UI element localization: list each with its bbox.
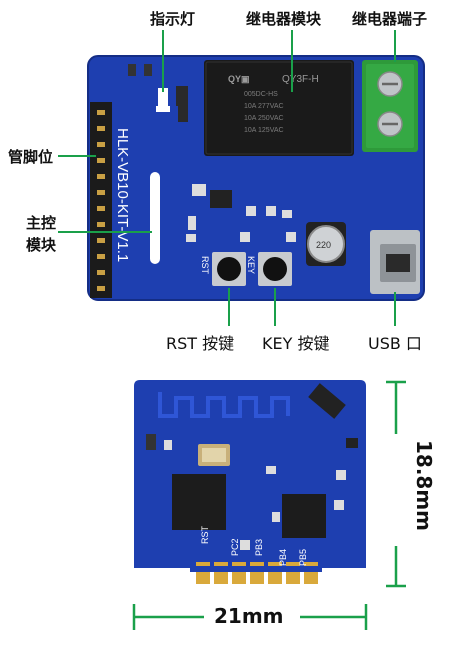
svg-text:005DC-HS: 005DC-HS [244,91,278,98]
usb-connector [370,230,420,294]
label-relay-module: 继电器模块 [246,10,322,28]
module-chip-b [282,494,326,538]
key-button-part: KEY [246,252,292,286]
svg-text:RST: RST [200,256,210,275]
dimension-lines [132,380,406,630]
svg-text:PB4: PB4 [278,549,288,566]
relay-component: QY▣ QY3F-H 005DC-HS 10A 277VAC 10A 250VA… [204,60,354,156]
callout-lines [58,30,396,326]
label-usb-port: USB 口 [368,334,422,353]
main-control-module: RST PC2 PB3 PB4 PB5 [134,380,366,584]
module-chip-a [172,474,226,530]
svg-text:PB3: PB3 [254,539,264,556]
label-main-control-2: 模块 [26,236,57,254]
dev-board: HLK-VB10-KIT-V1.1 QY▣ QY3F-H 005DC-HS 10… [58,30,425,326]
label-indicator-light: 指示灯 [150,10,196,28]
label-pins: 管脚位 [8,148,54,166]
board-silkscreen: HLK-VB10-KIT-V1.1 [114,128,131,262]
board-slot [150,172,160,264]
led [158,88,168,108]
label-rst-button: RST 按键 [166,334,235,353]
dimension-height: 18.8mm [412,440,436,532]
svg-text:RST: RST [200,525,210,544]
svg-text:KEY: KEY [246,256,256,274]
svg-text:QY▣: QY▣ [228,74,250,84]
relay-terminal-block [362,60,418,152]
rst-button-part: RST [200,252,246,286]
svg-text:QY3F-H: QY3F-H [282,74,319,85]
svg-text:10A 250VAC: 10A 250VAC [244,115,284,122]
svg-text:220: 220 [316,240,331,250]
svg-text:10A 125VAC: 10A 125VAC [244,127,284,134]
label-key-button: KEY 按键 [262,334,330,353]
dimension-width: 21mm [214,604,284,628]
electrolytic-capacitor: 220 [306,222,346,266]
svg-text:PB5: PB5 [298,549,308,566]
label-main-control-1: 主控 [26,214,57,232]
svg-text:PC2: PC2 [230,538,240,556]
svg-text:10A 277VAC: 10A 277VAC [244,103,284,110]
label-relay-terminal: 继电器端子 [352,10,428,28]
pin-header [90,102,112,298]
